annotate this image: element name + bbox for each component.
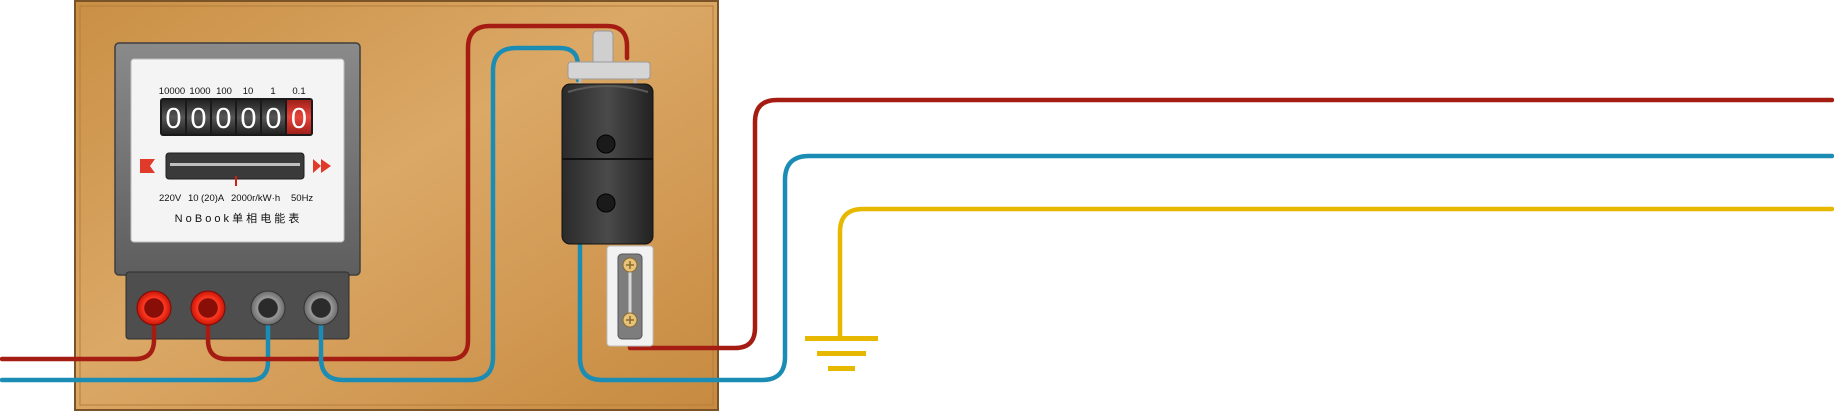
spec-current: 10 [188, 193, 199, 204]
scale-label-10000: 10000 [159, 86, 185, 97]
meter-terminals [136, 290, 339, 326]
spec-current-max: (20)A [201, 193, 225, 204]
live-input-wire [0, 305, 157, 362]
knife-switch-icon[interactable] [561, 30, 654, 245]
neutral-input-wire [0, 305, 271, 383]
spec-constant: 2000r/kW·h [231, 193, 280, 204]
terminal-live-in[interactable] [136, 290, 172, 326]
neutral-meter-to-switch-wire [318, 45, 581, 383]
counter-digit-6: 0 [291, 103, 307, 135]
fuse-holder-icon[interactable] [606, 245, 654, 347]
neutral-output-wire [577, 153, 1834, 383]
meter-brand-label: N o B o o k 单 相 电 能 表 [175, 211, 300, 225]
switch-screw-upper [596, 134, 616, 154]
scale-label-1: 1 [270, 86, 275, 97]
scale-label-100: 100 [216, 86, 232, 97]
terminal-block [125, 271, 350, 340]
terminal-neutral-out[interactable] [303, 290, 339, 326]
scale-label-1000: 1000 [189, 86, 210, 97]
counter-digit-4: 0 [240, 103, 256, 135]
spec-voltage: 220V [159, 193, 182, 204]
counter-digit-5: 0 [265, 103, 281, 135]
ground-symbol-icon [805, 336, 878, 371]
scale-label-10: 10 [243, 86, 254, 97]
counter-digit-2: 0 [190, 103, 206, 135]
switch-screw-lower [596, 193, 616, 213]
rotor-arrow-right-icon [313, 159, 321, 173]
ground-wire [837, 206, 1834, 339]
counter-digit-1: 0 [165, 103, 181, 135]
terminal-live-out[interactable] [190, 290, 226, 326]
wires [0, 23, 1834, 383]
scale-label-0-1: 0.1 [292, 86, 305, 97]
spec-frequency: 50Hz [291, 193, 313, 204]
counter-digit-3: 0 [215, 103, 231, 135]
rotor-arrow-left-icon [140, 159, 155, 173]
electric-meter: 10000 1000 100 10 1 0.1 0 0 0 0 0 0 220V… [114, 42, 361, 340]
live-meter-to-switch-wire [205, 23, 630, 362]
live-output-wire [627, 97, 1834, 351]
terminal-neutral-in[interactable] [250, 290, 286, 326]
